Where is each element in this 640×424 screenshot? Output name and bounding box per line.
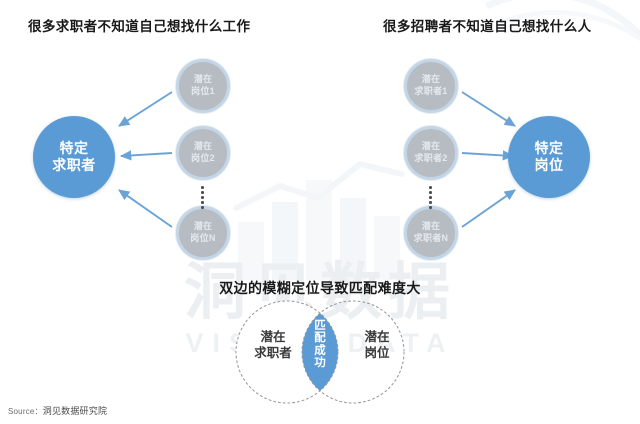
venn-label-center-char4: 功: [314, 357, 326, 370]
node-specific-position[interactable]: 特定 岗位: [508, 116, 590, 198]
heading-right: 很多招聘者不知道自己想找什么人: [383, 19, 592, 34]
venn-label-right-line2: 岗位: [364, 345, 390, 360]
node-potential-jobseeker-2[interactable]: 潜在 求职者2: [404, 126, 458, 180]
ellipsis-right: [429, 186, 432, 209]
node-potential-position-1-line1: 潜在: [193, 74, 213, 85]
arrow-ps1-to-job: [461, 91, 516, 127]
venn-label-center-char2: 配: [314, 332, 326, 345]
arrow-psN-to-job: [461, 189, 516, 228]
venn-label-left-line2: 求职者: [254, 345, 292, 360]
node-potential-jobseeker-2-line1: 潜在: [421, 141, 441, 152]
source-label: Source：: [8, 407, 43, 416]
source-credit: Source：洞见数据研究院: [8, 404, 107, 417]
heading-left: 很多求职者不知道自己想找什么工作: [28, 19, 251, 34]
node-potential-jobseeker-2-line2: 求职者2: [414, 153, 448, 163]
node-potential-position-n[interactable]: 潜在 岗位N: [176, 206, 230, 260]
node-potential-position-n-line1: 潜在: [193, 221, 213, 232]
node-specific-position-line2: 岗位: [534, 157, 564, 173]
arrow-pjN-to-seeker: [118, 189, 173, 228]
node-potential-jobseeker-1-line2: 求职者1: [414, 86, 448, 96]
ellipsis-left: [201, 186, 204, 209]
source-value: 洞见数据研究院: [42, 406, 108, 416]
arrow-pj2-to-seeker: [119, 150, 173, 161]
venn-label-left: 潜在 求职者: [238, 330, 308, 361]
venn-diagram: [235, 300, 405, 404]
node-potential-position-1[interactable]: 潜在 岗位1: [176, 59, 230, 113]
venn-label-center: 匹 配 成 功: [303, 320, 337, 370]
node-specific-position-line1: 特定: [534, 139, 564, 156]
node-potential-jobseeker-1[interactable]: 潜在 求职者1: [404, 59, 458, 113]
heading-middle: 双边的模糊定位导致匹配难度大: [219, 280, 421, 296]
node-specific-jobseeker-line1: 特定: [59, 139, 89, 156]
venn-label-right-line1: 潜在: [364, 330, 390, 344]
arrow-pj1-to-seeker: [118, 91, 173, 127]
arrow-ps2-to-job: [461, 150, 515, 161]
node-potential-jobseeker-1-line1: 潜在: [421, 74, 441, 85]
node-potential-position-2[interactable]: 潜在 岗位2: [176, 126, 230, 180]
node-potential-position-2-line2: 岗位2: [191, 153, 215, 163]
venn-label-left-line1: 潜在: [260, 330, 286, 344]
venn-label-right: 潜在 岗位: [342, 330, 412, 361]
node-potential-jobseeker-n[interactable]: 潜在 求职者N: [404, 206, 458, 260]
node-potential-position-2-line1: 潜在: [193, 141, 213, 152]
node-specific-jobseeker[interactable]: 特定 求职者: [33, 116, 115, 198]
node-potential-jobseeker-n-line2: 求职者N: [413, 233, 449, 243]
venn-label-center-char3: 成: [314, 344, 326, 357]
node-potential-jobseeker-n-line1: 潜在: [421, 221, 441, 232]
node-potential-position-1-line2: 岗位1: [191, 86, 215, 96]
venn-label-center-char1: 匹: [314, 320, 326, 332]
node-potential-position-n-line2: 岗位N: [190, 233, 216, 243]
venn-intersection-lens: [302, 301, 338, 403]
node-specific-jobseeker-line2: 求职者: [52, 157, 96, 173]
